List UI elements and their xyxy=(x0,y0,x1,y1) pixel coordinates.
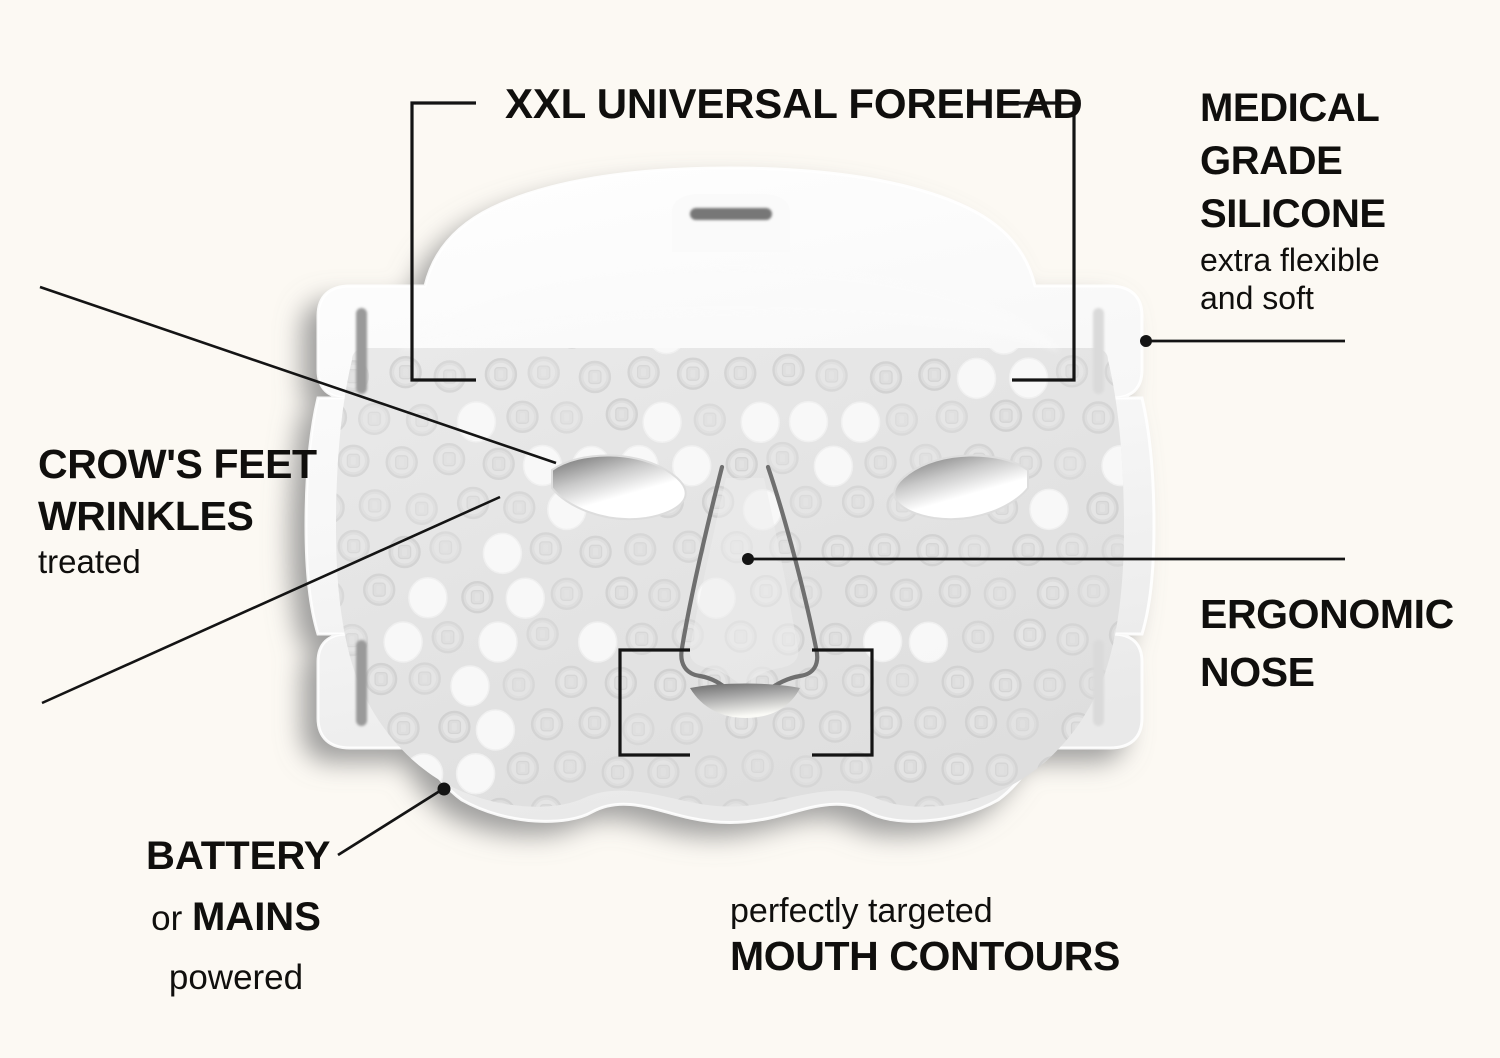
callout-battery-line3: powered xyxy=(146,952,326,1011)
callout-crows-feet-sub1: treated xyxy=(38,543,141,580)
callout-nose-line2: NOSE xyxy=(1200,649,1315,695)
callout-mouth-contours: perfectly targeted MOUTH CONTOURS xyxy=(730,890,1120,980)
eye-cutout-right xyxy=(893,454,1029,521)
callout-silicone-line2: GRADE xyxy=(1200,139,1343,183)
callout-crows-feet: CROW'S FEET WRINKLES treated xyxy=(38,438,317,582)
forehead-bracket-right xyxy=(1012,101,1076,382)
callout-nose-line1: ERGONOMIC xyxy=(1200,591,1454,637)
nose-leader-dot xyxy=(742,553,754,565)
side-tab-slot-left xyxy=(356,308,367,726)
callout-crows-feet-line1: CROW'S FEET xyxy=(38,441,317,487)
mouth-bracket xyxy=(618,648,690,757)
callout-silicone: MEDICAL GRADE SILICONE extra flexible an… xyxy=(1200,82,1386,317)
eye-cutout-left xyxy=(551,454,687,521)
forehead-bracket-left xyxy=(410,101,476,382)
callout-ergonomic-nose: ERGONOMIC NOSE xyxy=(1200,585,1454,701)
mouth-cutout xyxy=(690,683,800,718)
callout-battery-bold2: MAINS xyxy=(191,895,321,939)
callout-mouth-line1: MOUTH CONTOURS xyxy=(730,933,1120,979)
callout-battery-regular2: or xyxy=(151,899,192,938)
callout-silicone-sub2: and soft xyxy=(1200,280,1314,316)
callout-silicone-line1: MEDICAL xyxy=(1200,86,1380,130)
crows-feet-leader-lower xyxy=(41,495,501,705)
callout-silicone-sub1: extra flexible xyxy=(1200,242,1380,278)
side-tab-slot-right xyxy=(1093,308,1104,726)
battery-leader xyxy=(337,787,444,857)
forehead-band xyxy=(400,268,1060,352)
strap-slot xyxy=(672,194,790,252)
callout-battery-regular3: powered xyxy=(168,958,304,997)
callout-crows-feet-line2: WRINKLES xyxy=(38,493,254,539)
silicone-leader-dot xyxy=(1140,335,1152,347)
callout-battery-line1: BATTERY xyxy=(146,830,330,891)
crows-feet-leader-upper xyxy=(39,285,557,465)
callout-mouth-sub1: perfectly targeted xyxy=(730,892,993,930)
callout-battery-bold1: BATTERY xyxy=(146,834,331,878)
callout-silicone-line3: SILICONE xyxy=(1200,192,1386,236)
mouth-bracket-2 xyxy=(812,648,874,757)
callout-forehead-title: XXL UNIVERSAL FOREHEAD xyxy=(505,80,1083,127)
callout-battery-line2: or MAINS xyxy=(146,891,326,952)
callout-battery: BATTERY or MAINS powered xyxy=(146,830,330,1011)
battery-leader-dot xyxy=(437,782,451,796)
